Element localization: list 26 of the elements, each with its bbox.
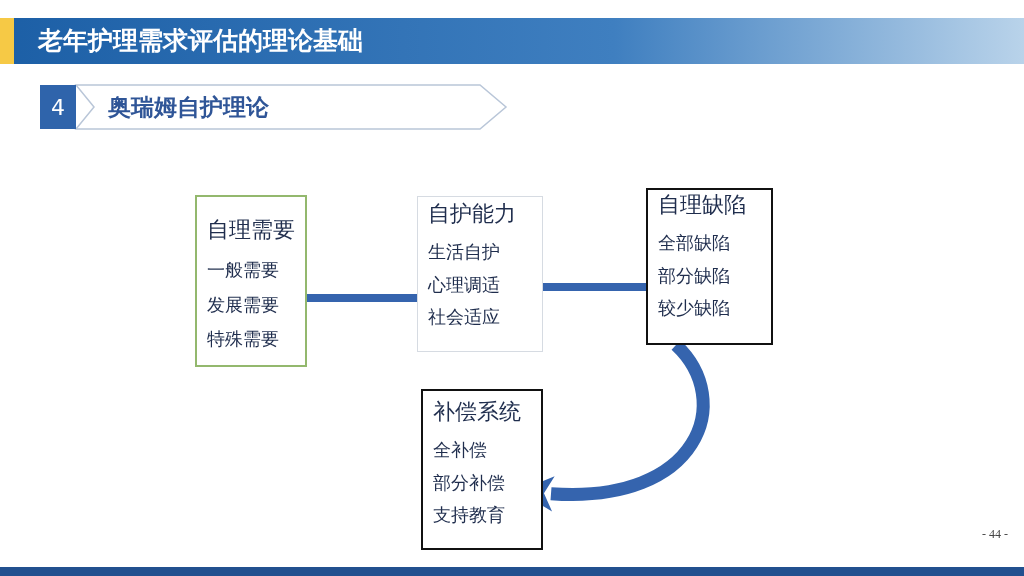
- list-item: 较少缺陷: [658, 297, 731, 320]
- concept-box: [421, 389, 543, 550]
- list-item: 生活自护: [428, 241, 501, 264]
- list-item: 全补偿: [433, 439, 488, 462]
- page-number: - 44 -: [982, 527, 1008, 542]
- section-heading: 奥瑞姆自护理论: [108, 93, 269, 122]
- box-heading: 自理需要: [207, 217, 295, 244]
- list-item: 心理调适: [428, 273, 501, 297]
- box-heading: 补偿系统: [433, 399, 522, 426]
- list-item: 一般需要: [207, 259, 280, 282]
- concept-box: [195, 195, 307, 367]
- box-heading: 自护能力: [428, 201, 517, 228]
- concept-box: [417, 196, 543, 352]
- box-heading: 自理缺陷: [658, 192, 747, 219]
- list-item: 发展需要: [207, 293, 280, 317]
- list-item: 特殊需要: [207, 328, 280, 351]
- list-item: 全部缺陷: [658, 232, 731, 255]
- concept-box: [646, 188, 773, 345]
- connector-bar: [543, 283, 646, 291]
- connector-bar: [307, 294, 417, 302]
- list-item: 社会适应: [428, 306, 501, 329]
- list-item: 部分缺陷: [658, 264, 731, 288]
- section-number: 4: [40, 85, 76, 129]
- list-item: 部分补偿: [433, 471, 506, 495]
- slide-title: 老年护理需求评估的理论基础: [38, 25, 363, 57]
- list-item: 支持教育: [433, 504, 506, 527]
